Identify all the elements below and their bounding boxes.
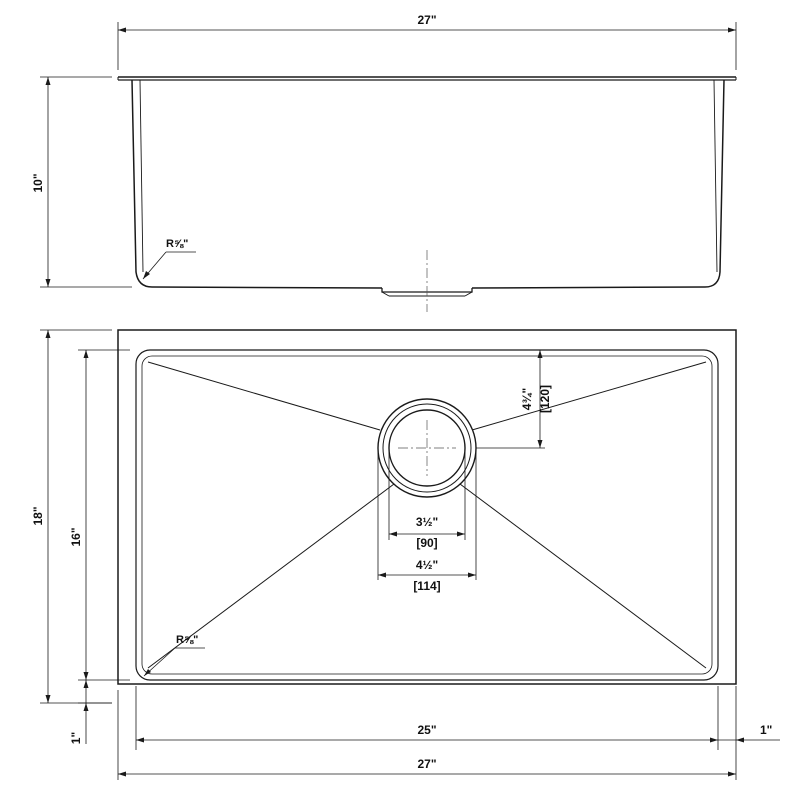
rim-left-dimension: 1" xyxy=(69,680,112,744)
drain-inner-mm: [90] xyxy=(416,536,437,550)
drain-inner-dimension: 3½" [90] xyxy=(388,452,466,550)
overall-width-dimension: 27" xyxy=(117,690,737,780)
overall-depth-label: 18" xyxy=(31,506,45,525)
drain-outer-label: 4½" xyxy=(416,558,438,572)
slope-lines xyxy=(147,361,707,669)
side-width-dimension: 27" xyxy=(117,13,737,70)
side-bowl-outline xyxy=(117,76,737,312)
rim-right-label: 1" xyxy=(760,723,772,737)
side-view: 27" 10" xyxy=(31,13,737,312)
inner-bowl xyxy=(135,349,719,681)
rim-left-label: 1" xyxy=(69,732,83,744)
rim-right-dimension: 1" xyxy=(718,686,780,750)
drain-offset-dimension: 4¾" [120] xyxy=(476,349,552,449)
side-depth-label: 10" xyxy=(31,173,45,192)
overall-depth-dimension: 18" xyxy=(31,329,112,704)
side-radius-label: R⅝" xyxy=(166,238,188,250)
inner-depth-dimension: 16" xyxy=(69,349,130,681)
drain-outer-dimension: 4½" [114] xyxy=(377,452,477,593)
drain-offset-label: 4¾" xyxy=(520,388,534,410)
drain-offset-mm: [120] xyxy=(538,385,552,413)
side-width-label: 27" xyxy=(417,13,436,27)
drain-outer-mm: [114] xyxy=(413,579,440,593)
top-view: 4¾" [120] 3½" [90] 4½" [114] R⅝ xyxy=(31,329,780,780)
inner-width-label: 25" xyxy=(417,723,436,737)
side-radius-callout: R⅝" xyxy=(142,238,196,280)
overall-width-label: 27" xyxy=(417,757,436,771)
inner-bowl-floor xyxy=(141,355,713,675)
side-depth-dimension: 10" xyxy=(31,76,132,288)
inner-width-dimension: 25" xyxy=(135,686,719,750)
inner-depth-label: 16" xyxy=(69,527,83,546)
top-radius-label: R⅝" xyxy=(176,634,198,646)
outer-rim xyxy=(117,329,737,685)
drain-inner-label: 3½" xyxy=(416,515,438,529)
drain xyxy=(377,398,477,498)
top-radius-callout: R⅝" xyxy=(143,634,205,677)
